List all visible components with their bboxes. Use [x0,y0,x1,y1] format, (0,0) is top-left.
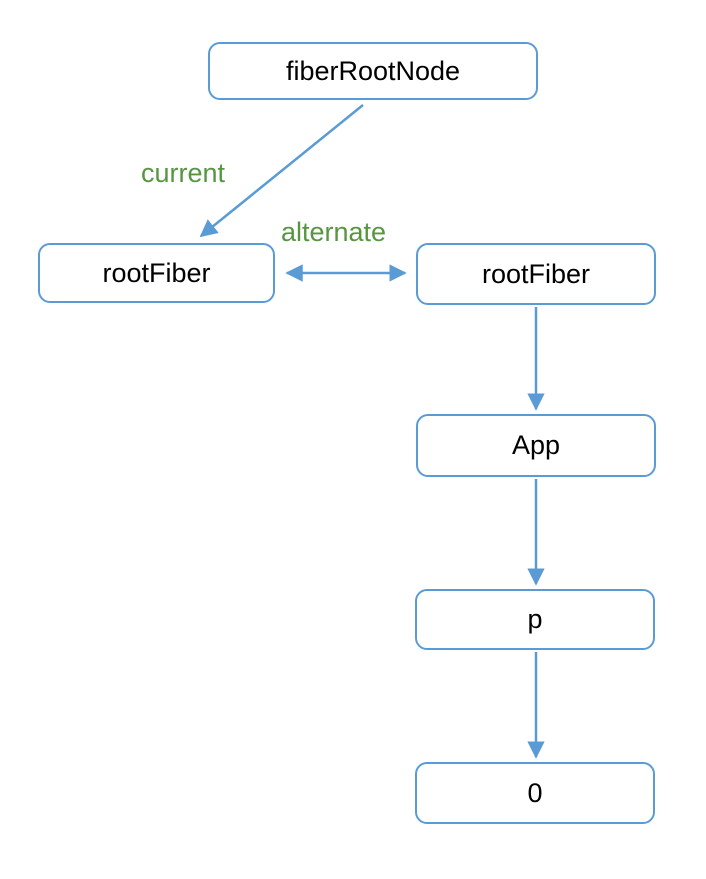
node-label: p [527,604,543,634]
node-p: p [415,589,655,650]
edge-label-current: current [141,158,226,188]
node-label: rootFiber [481,258,591,289]
node-app: App [416,414,656,477]
edge-label-alternate: alternate [281,217,387,247]
node-label: fiberRootNode [285,55,461,86]
node-fiber-root-node: fiberRootNode [208,42,538,100]
node-label: 0 [527,777,543,808]
node-root-fiber-alternate: rootFiber [416,243,656,305]
node-label: App [511,430,561,460]
node-root-fiber-current: rootFiber [38,243,275,303]
node-label: rootFiber [102,257,211,288]
node-zero: 0 [415,762,655,824]
